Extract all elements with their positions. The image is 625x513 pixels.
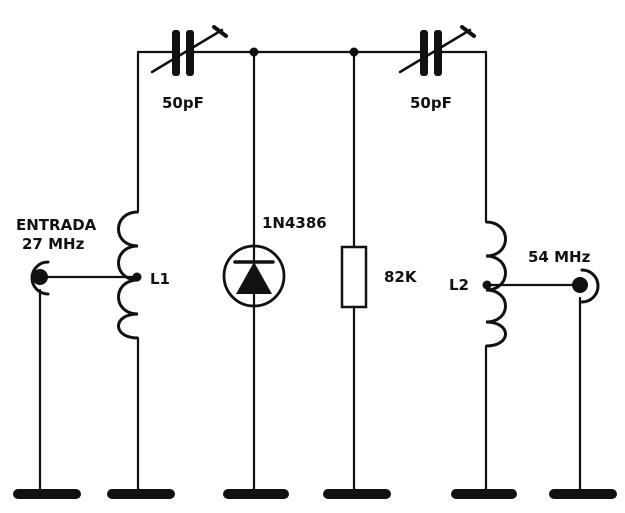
cap-left-label: 50pF bbox=[162, 94, 204, 112]
resistor-label: 82K bbox=[384, 268, 418, 286]
diode-1n4386 bbox=[222, 50, 286, 494]
inductor-l1 bbox=[117, 210, 142, 494]
resistor-82k bbox=[340, 50, 368, 494]
variable-capacitor-left bbox=[150, 25, 228, 76]
top-bus-wire bbox=[136, 50, 488, 224]
diode-label: 1N4386 bbox=[262, 214, 327, 232]
input-freq-label: 27 MHz bbox=[22, 235, 85, 253]
output-connector bbox=[485, 268, 600, 494]
input-connector bbox=[30, 260, 139, 494]
coil-left-label: L1 bbox=[150, 270, 170, 288]
input-title-label: ENTRADA bbox=[16, 216, 97, 234]
coil-right-label: L2 bbox=[449, 276, 469, 294]
output-freq-label: 54 MHz bbox=[528, 248, 591, 266]
cap-right-label: 50pF bbox=[410, 94, 452, 112]
variable-capacitor-right bbox=[398, 25, 476, 76]
inductor-l2 bbox=[482, 220, 507, 494]
